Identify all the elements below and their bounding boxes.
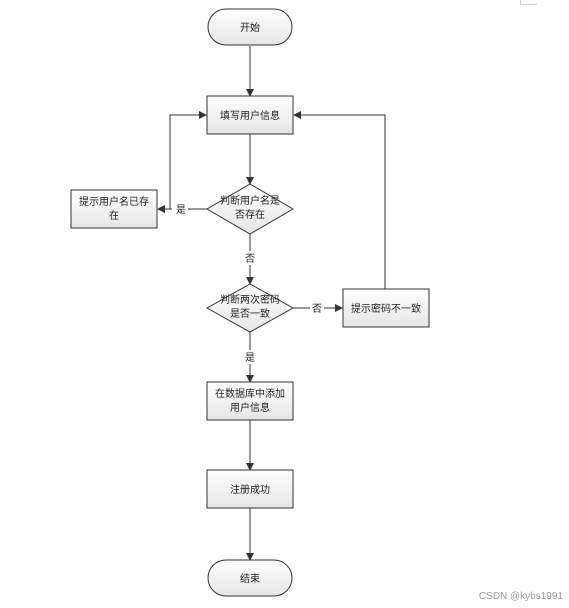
fill-user-info-node: 填写用户信息 [206,95,294,135]
register-success-node: 注册成功 [206,469,294,509]
check-username-line1: 判断用户名是 [220,194,280,207]
add-to-database-node: 在数据库中添加 用户信息 [206,381,294,421]
label-yes-user-exists: 是 [176,204,186,216]
start-label: 开始 [240,21,260,34]
password-mismatch-label: 提示密码不一致 [351,302,421,315]
end-node: 结束 [207,559,293,597]
fill-user-info-label: 填写用户信息 [220,109,280,122]
check-username-decision: 判断用户名是 否存在 [206,183,294,235]
username-exists-node: 提示用户名已存 在 [70,189,158,229]
add-to-database-line1: 在数据库中添加 [215,387,285,400]
watermark: CSDN @kybs1991 [478,591,563,602]
edge-exists-back-to-fill [169,111,207,209]
username-exists-line2: 在 [109,210,119,222]
check-password-line1: 判断两次密码 [220,293,280,306]
register-success-label: 注册成功 [230,483,270,496]
label-no-pwd-match: 否 [312,303,322,315]
add-to-database-line2: 用户信息 [230,401,270,414]
end-label: 结束 [240,572,260,585]
window-corner-mark [520,0,537,5]
edge-mismatch-back-to-fill [293,111,386,289]
password-mismatch-node: 提示密码不一致 [342,288,430,328]
label-no-user-exists: 否 [245,253,255,265]
check-password-decision: 判断两次密码 是否一致 [205,283,295,333]
check-username-line2: 否存在 [235,208,265,221]
label-yes-pwd-match: 是 [245,352,255,364]
username-exists-line1: 提示用户名已存 [79,195,149,208]
check-password-line2: 是否一致 [230,307,270,320]
start-node: 开始 [207,8,293,46]
